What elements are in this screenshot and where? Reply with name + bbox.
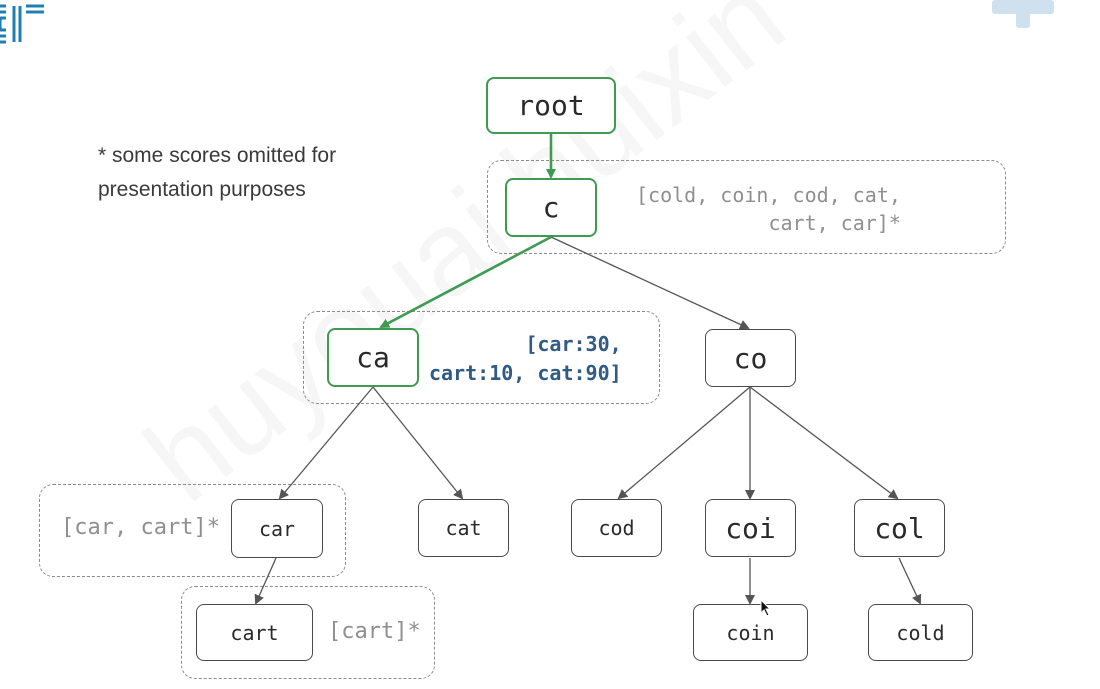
mouse-cursor-icon [760, 599, 772, 617]
node-coi: coi [705, 499, 796, 557]
edge-c-co [550, 236, 750, 330]
edge-co-cod [617, 386, 751, 500]
node-cold: cold [868, 604, 973, 661]
c-suggestions-line-2: cart, car]* [768, 211, 901, 235]
cart-suggestions-group [181, 586, 435, 679]
edge-col-cold [898, 557, 922, 605]
c-suggestions-line-1: [cold, coin, cod, cat, [636, 183, 901, 207]
car-suggestions: [car, cart]* [61, 515, 220, 540]
node-col: col [854, 499, 945, 557]
ca-scores-line-2: cart:10, cat:90] [429, 361, 622, 385]
logo-icon [0, 4, 44, 44]
node-cod: cod [571, 499, 662, 557]
node-root: root [486, 77, 616, 134]
node-coin: coin [693, 604, 808, 661]
plus-icon [992, 0, 1054, 28]
node-cart: cart [196, 604, 313, 661]
scores-note: * some scores omitted for presentation p… [98, 139, 336, 207]
edge-ca-cat [372, 386, 464, 500]
node-car: car [231, 499, 323, 558]
node-cat: cat [418, 499, 509, 557]
ca-scores-group [303, 311, 660, 404]
edge-ca-car [278, 386, 374, 500]
c-suggestions: [cold, coin, cod, cat, cart, car]* [636, 181, 901, 237]
note-line-1: * some scores omitted for [98, 144, 337, 167]
ca-scores-line-1: [car:30, [525, 332, 622, 356]
node-ca: ca [327, 328, 419, 387]
edge-car-cart [254, 557, 277, 605]
car-suggestions-group [39, 484, 346, 577]
note-line-2: presentation purposes [98, 178, 306, 201]
node-c: c [505, 178, 597, 237]
edge-co-col [749, 386, 899, 500]
edge-c-ca [379, 235, 552, 329]
cart-suggestions: [cart]* [328, 619, 421, 644]
node-co: co [705, 329, 796, 387]
ca-scores: [car:30, cart:10, cat:90] [429, 330, 622, 388]
c-suggestions-group [487, 160, 1006, 254]
